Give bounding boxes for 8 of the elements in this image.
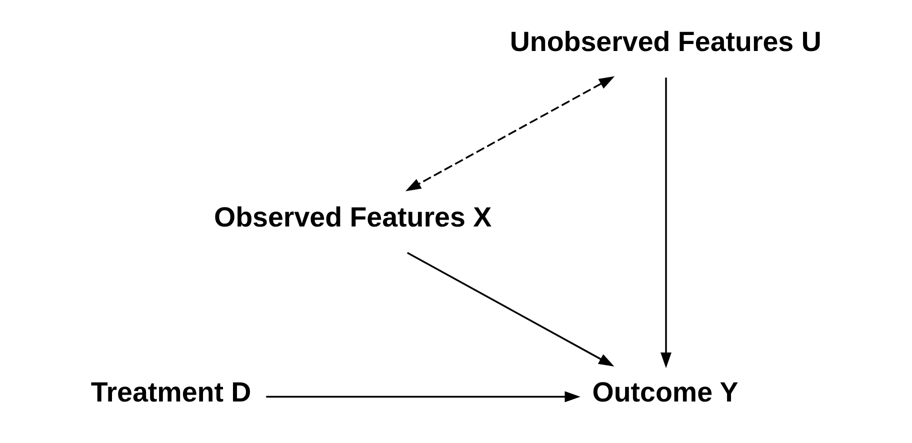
node-text: Outcome Y xyxy=(592,376,738,408)
arrow xyxy=(404,76,614,192)
arrow xyxy=(266,391,580,402)
node-text: Unobserved Features U xyxy=(509,26,821,58)
arrow xyxy=(660,78,671,368)
node-text: Observed Features X xyxy=(214,201,492,232)
node-text: Treatment D xyxy=(90,376,251,408)
arrow xyxy=(406,252,614,367)
